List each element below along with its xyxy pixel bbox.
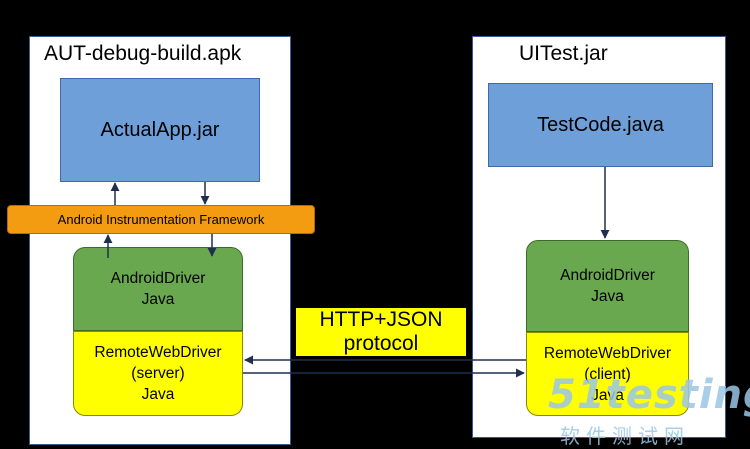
right-driver-line-2: Java xyxy=(591,288,624,305)
protocol-line-2: protocol xyxy=(343,332,419,355)
right-android-driver-box: AndroidDriver Java xyxy=(526,240,689,332)
right-remote-line-1: RemoteWebDriver xyxy=(543,344,672,362)
right-driver-line-1: AndroidDriver xyxy=(560,267,655,284)
right-remote-webdriver-box: RemoteWebDriver (client) Java xyxy=(526,332,689,416)
watermark-chinese: 软件测试网 xyxy=(560,424,690,448)
right-panel-title: UITest.jar xyxy=(519,42,608,65)
right-remote-line-2: (client) xyxy=(584,365,631,383)
test-code-box: TestCode.java xyxy=(488,83,713,167)
left-driver-line-2: Java xyxy=(141,291,175,308)
right-remote-line-3: Java xyxy=(591,386,624,404)
left-android-driver-box: AndroidDriver Java xyxy=(73,247,243,331)
actual-app-box: ActualApp.jar xyxy=(60,78,260,182)
left-panel-title: AUT-debug-build.apk xyxy=(44,42,242,65)
protocol-line-1: HTTP+JSON xyxy=(319,308,443,331)
left-remote-webdriver-box: RemoteWebDriver (server) Java xyxy=(73,331,243,416)
left-driver-line-1: AndroidDriver xyxy=(110,270,206,287)
left-remote-line-3: Java xyxy=(141,386,175,403)
watermark-brand: 51testing xyxy=(548,372,750,418)
left-remote-line-1: RemoteWebDriver xyxy=(94,344,222,361)
protocol-label: HTTP+JSON protocol xyxy=(296,308,466,356)
instrumentation-framework-bar: Android Instrumentation Framework xyxy=(7,205,315,234)
left-remote-line-2: (server) xyxy=(131,365,185,382)
